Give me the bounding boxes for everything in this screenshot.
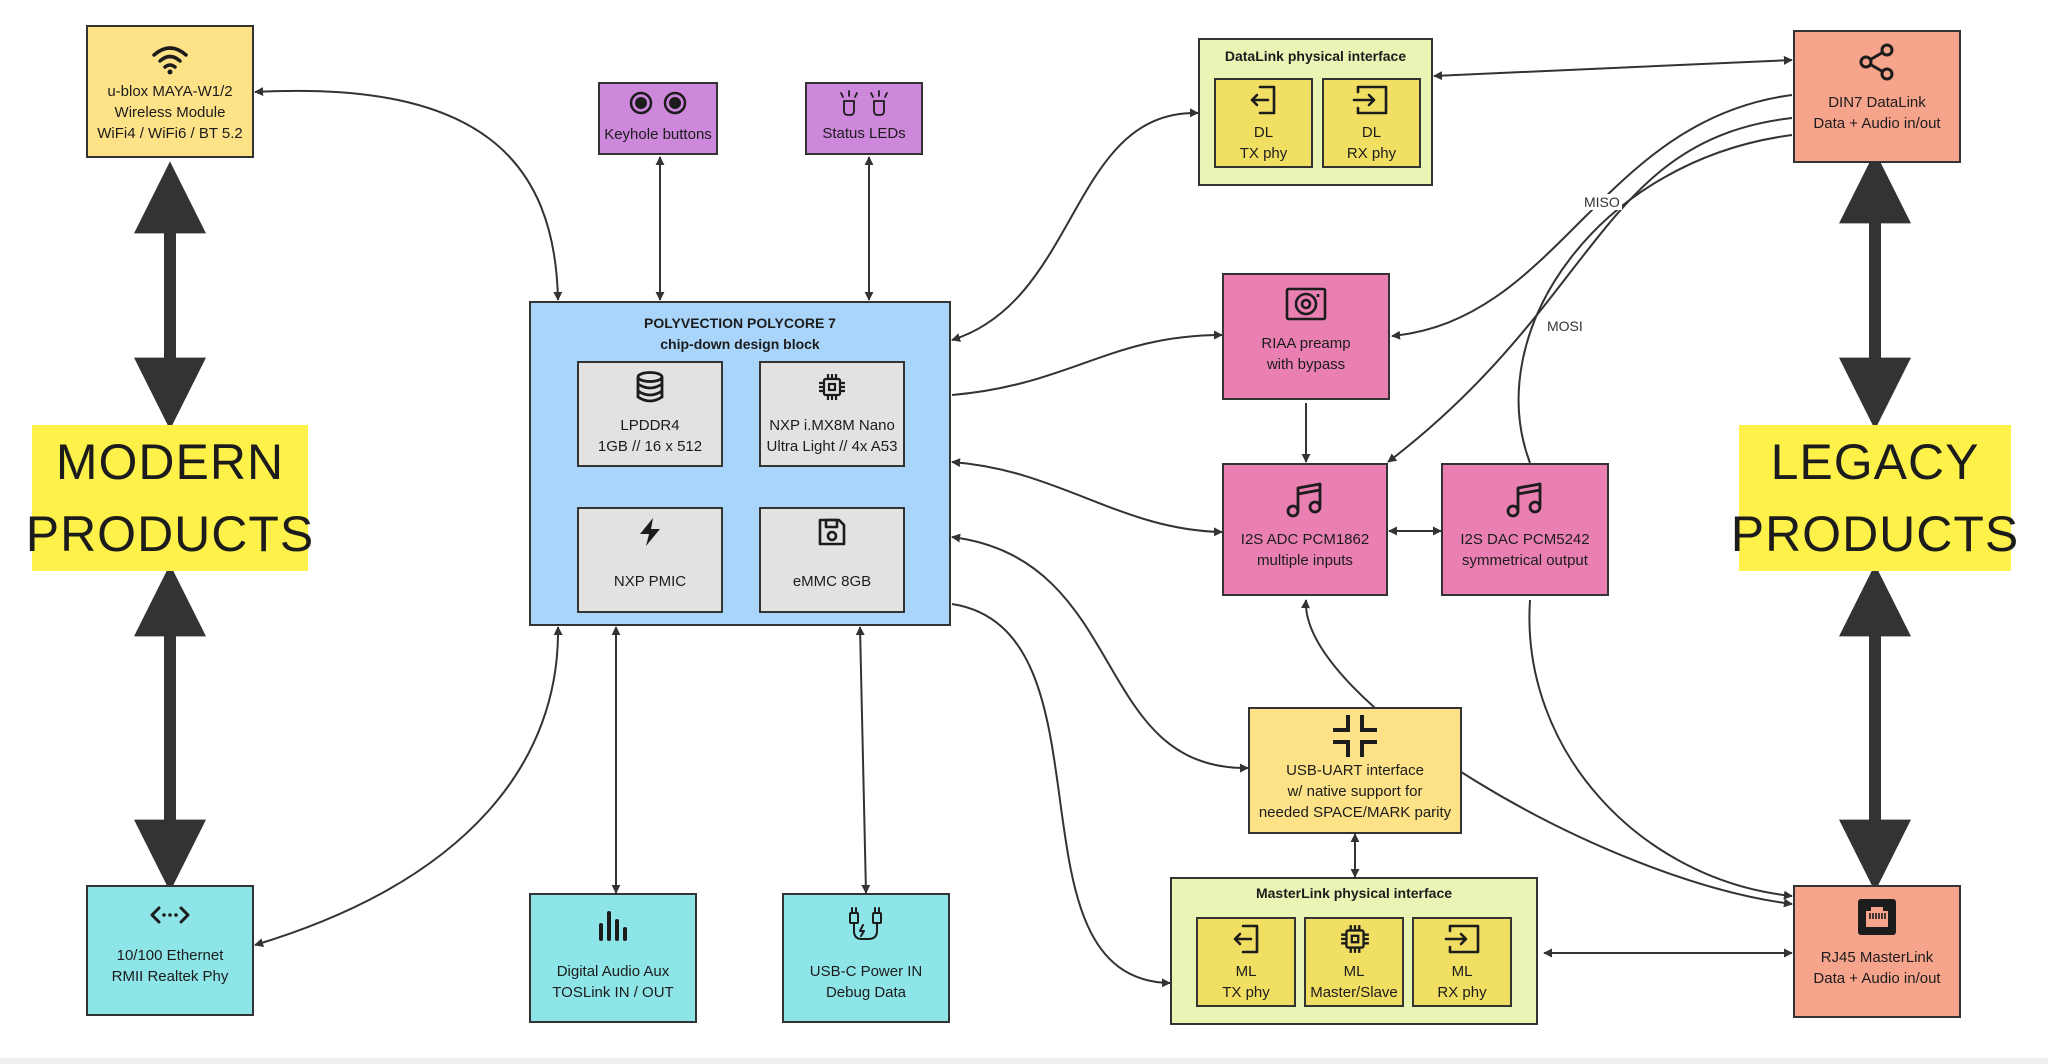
edge-wifi-polycore bbox=[254, 87, 563, 301]
ml-tx-node[interactable]: ML TX phy bbox=[1196, 917, 1296, 1007]
lpddr4-label: LPDDR4 1GB // 16 x 512 bbox=[597, 417, 703, 455]
digital-audio-label: Digital Audio Aux TOSLink IN / OUT bbox=[552, 963, 674, 1001]
speaker-icon bbox=[1285, 287, 1327, 321]
datalink-phy-title: DataLink physical interface bbox=[1224, 48, 1407, 64]
edge-polycore-datalink bbox=[951, 108, 1199, 342]
music-note-icon bbox=[1506, 482, 1542, 518]
buttons-icon bbox=[629, 91, 687, 115]
wifi-module-node[interactable]: u-blox MAYA-W1/2 Wireless Module WiFi4 /… bbox=[86, 25, 254, 158]
modern-products-heading: MODERN PRODUCTS bbox=[26, 425, 313, 571]
legacy-products-heading: LEGACY PRODUCTS bbox=[1731, 425, 2018, 571]
music-note-icon bbox=[1286, 482, 1322, 518]
dl-tx-label: DL TX phy bbox=[1239, 124, 1288, 162]
ethernet-node[interactable]: 10/100 Ethernet RMII Realtek Phy bbox=[86, 885, 254, 1016]
emmc-label: eMMC 8GB bbox=[792, 573, 872, 590]
imx8-label: NXP i.MX8M Nano Ultra Light // 4x A53 bbox=[766, 417, 898, 455]
datalink-phy-node[interactable]: DataLink physical interface DL TX phy DL… bbox=[1198, 38, 1433, 186]
miso-label: MISO bbox=[1582, 194, 1622, 210]
rj45-node[interactable]: RJ45 MasterLink Data + Audio in/out bbox=[1793, 885, 1961, 1018]
ml-rx-label: ML RX phy bbox=[1437, 963, 1487, 1001]
ml-tx-label: ML TX phy bbox=[1222, 963, 1270, 1001]
minimize-icon bbox=[1333, 715, 1377, 757]
bottom-strip bbox=[0, 1058, 2048, 1064]
enter-icon bbox=[1352, 85, 1388, 115]
status-leds-node[interactable]: Status LEDs bbox=[805, 82, 923, 155]
dac-label: I2S DAC PCM5242 symmetrical output bbox=[1460, 531, 1590, 569]
keyhole-buttons-label: Keyhole buttons bbox=[604, 126, 712, 143]
usbc-label: USB-C Power IN Debug Data bbox=[809, 963, 923, 1001]
bar-chart-icon bbox=[599, 911, 627, 941]
adc-node[interactable]: I2S ADC PCM1862 multiple inputs bbox=[1222, 463, 1388, 596]
exit-icon bbox=[1233, 924, 1259, 954]
dl-tx-node[interactable]: DL TX phy bbox=[1214, 78, 1313, 168]
cpu-icon bbox=[1341, 925, 1369, 953]
edge-usbc-polycore bbox=[855, 626, 871, 894]
mosi-label: MOSI bbox=[1545, 318, 1585, 334]
dl-rx-label: DL RX phy bbox=[1346, 124, 1397, 162]
exit-icon bbox=[1250, 85, 1276, 115]
leds-icon bbox=[840, 90, 888, 116]
pmic-node[interactable]: NXP PMIC bbox=[577, 507, 723, 613]
riaa-node[interactable]: RIAA preamp with bypass bbox=[1222, 273, 1390, 400]
edge-datalink-din7 bbox=[1433, 55, 1793, 81]
lightning-icon bbox=[640, 518, 660, 546]
edge-din7-riaa-miso bbox=[1391, 94, 1793, 340]
din7-node[interactable]: DIN7 DataLink Data + Audio in/out bbox=[1793, 30, 1961, 163]
wifi-icon bbox=[152, 46, 188, 75]
dl-rx-node[interactable]: DL RX phy bbox=[1322, 78, 1421, 168]
keyhole-buttons-node[interactable]: Keyhole buttons bbox=[598, 82, 718, 155]
usb-uart-node[interactable]: USB-UART interface w/ native support for… bbox=[1248, 707, 1462, 834]
polycore-title: POLYVECTION POLYCORE 7 chip-down design … bbox=[644, 315, 836, 352]
share-icon bbox=[1859, 43, 1894, 81]
masterlink-phy-title: MasterLink physical interface bbox=[1255, 885, 1453, 901]
edge-din7-dac bbox=[1517, 134, 1793, 464]
cpu-icon bbox=[819, 374, 845, 400]
database-icon bbox=[636, 371, 664, 403]
dac-node[interactable]: I2S DAC PCM5242 symmetrical output bbox=[1441, 463, 1609, 596]
masterlink-phy-node[interactable]: MasterLink physical interface ML TX phy … bbox=[1170, 877, 1538, 1025]
status-leds-label: Status LEDs bbox=[822, 125, 906, 142]
wifi-module-label: u-blox MAYA-W1/2 Wireless Module WiFi4 /… bbox=[97, 83, 243, 142]
ml-master-slave-node[interactable]: ML Master/Slave bbox=[1304, 917, 1404, 1007]
edge-adc-rj45 bbox=[1301, 599, 1793, 908]
edge-polycore-adc bbox=[951, 458, 1223, 537]
usb-uart-label: USB-UART interface w/ native support for… bbox=[1258, 762, 1452, 821]
digital-audio-node[interactable]: Digital Audio Aux TOSLink IN / OUT bbox=[529, 893, 697, 1023]
edge-dac-rj45 bbox=[1528, 599, 1793, 900]
edge-polycore-masterlink bbox=[951, 603, 1171, 988]
emmc-node[interactable]: eMMC 8GB bbox=[759, 507, 905, 613]
usbc-node[interactable]: USB-C Power IN Debug Data bbox=[782, 893, 950, 1023]
edge-ethernet-polycore bbox=[254, 626, 563, 947]
ethernet-label: 10/100 Ethernet RMII Realtek Phy bbox=[111, 947, 229, 985]
din7-label: DIN7 DataLink Data + Audio in/out bbox=[1813, 94, 1941, 132]
riaa-label: RIAA preamp with bypass bbox=[1261, 335, 1351, 373]
save-icon bbox=[818, 518, 846, 546]
imx8-node[interactable]: NXP i.MX8M Nano Ultra Light // 4x A53 bbox=[759, 361, 905, 467]
edge-din7-adc-mosi bbox=[1387, 117, 1793, 463]
edge-polycore-riaa bbox=[951, 330, 1223, 396]
ml-rx-node[interactable]: ML RX phy bbox=[1412, 917, 1512, 1007]
enter-icon bbox=[1444, 924, 1480, 954]
pmic-label: NXP PMIC bbox=[613, 573, 687, 590]
ethernet-port-icon bbox=[1858, 899, 1896, 935]
edge-polycore-uart bbox=[951, 533, 1249, 773]
lpddr4-node[interactable]: LPDDR4 1GB // 16 x 512 bbox=[577, 361, 723, 467]
code-brackets-icon bbox=[150, 906, 190, 924]
adc-label: I2S ADC PCM1862 multiple inputs bbox=[1240, 531, 1370, 569]
usb-cable-icon bbox=[849, 907, 882, 940]
rj45-label: RJ45 MasterLink Data + Audio in/out bbox=[1813, 949, 1941, 987]
ml-master-slave-label: ML Master/Slave bbox=[1310, 963, 1398, 1001]
polycore-node[interactable]: POLYVECTION POLYCORE 7 chip-down design … bbox=[529, 301, 951, 626]
